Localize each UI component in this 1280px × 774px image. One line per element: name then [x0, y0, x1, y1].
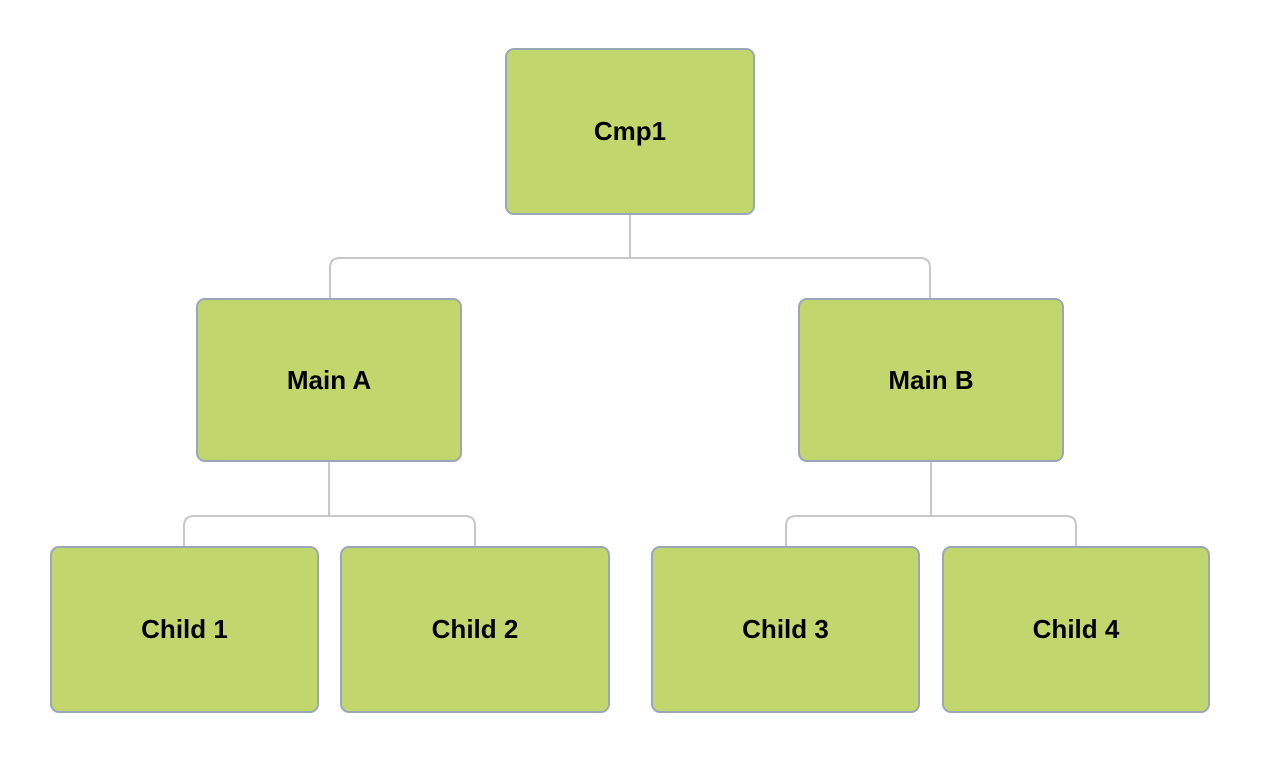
- edge-main-b-child-4: [930, 462, 1077, 548]
- node-child-1-label: Child 1: [141, 614, 228, 645]
- node-child-2-label: Child 2: [431, 614, 519, 645]
- edge-cmp1-main-a: [329, 215, 631, 300]
- edge-main-b-child-3: [785, 462, 932, 548]
- edge-main-a-child-2: [328, 462, 476, 548]
- node-cmp1-label: Cmp1: [593, 116, 667, 147]
- node-main-a[interactable]: Main A: [196, 298, 462, 462]
- node-cmp1[interactable]: Cmp1: [505, 48, 755, 215]
- node-child-3[interactable]: Child 3: [651, 546, 920, 713]
- node-main-b[interactable]: Main B: [798, 298, 1064, 462]
- node-child-4-label: Child 4: [1032, 614, 1120, 645]
- edge-main-a-child-1: [183, 462, 330, 548]
- edge-cmp1-main-b: [629, 215, 931, 300]
- node-child-1[interactable]: Child 1: [50, 546, 319, 713]
- node-child-4[interactable]: Child 4: [942, 546, 1210, 713]
- node-main-a-label: Main A: [286, 364, 372, 395]
- node-child-2[interactable]: Child 2: [340, 546, 610, 713]
- node-main-b-label: Main B: [888, 364, 974, 395]
- node-child-3-label: Child 3: [742, 614, 829, 645]
